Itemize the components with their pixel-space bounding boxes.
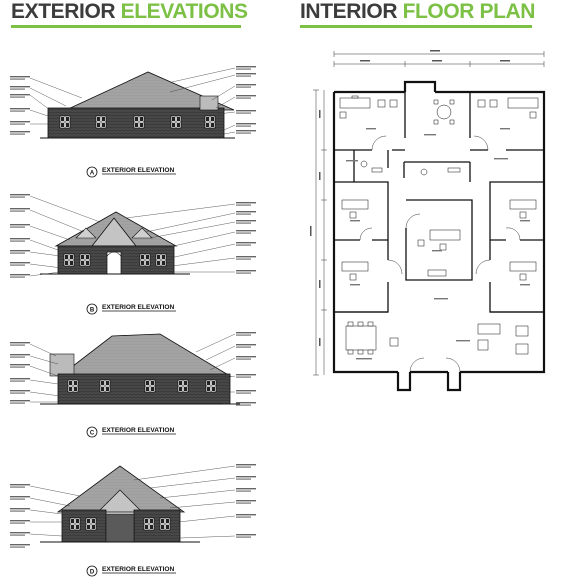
elevation-b-window xyxy=(139,253,151,267)
elevation-a-window xyxy=(95,115,107,129)
elevation-a: A EXTERIOR ELEVATION xyxy=(10,66,256,178)
elevation-b-title: EXTERIOR ELEVATION xyxy=(102,304,175,311)
elevation-b-tag: B xyxy=(90,308,95,314)
elevation-c-tag: C xyxy=(90,431,95,437)
elevation-c-window xyxy=(67,379,79,393)
elevation-a-tag-circle xyxy=(86,166,98,178)
elevation-c-tag-circle xyxy=(86,426,98,438)
heading-part-1: INTERIOR xyxy=(300,0,403,23)
elevation-b-tag-circle xyxy=(86,303,98,315)
elevation-b-notes-right xyxy=(236,202,256,274)
elevation-c-window xyxy=(99,379,111,393)
elevation-b-entry-door xyxy=(106,251,122,275)
elevation-c: C EXTERIOR ELEVATION xyxy=(10,332,256,438)
elevation-c-notes-right xyxy=(236,332,256,406)
elevation-d-wall-left xyxy=(61,509,107,543)
elevation-d-gable xyxy=(97,489,143,513)
elevation-c-window xyxy=(144,379,156,393)
elevation-a-window xyxy=(204,115,216,129)
elevation-c-window xyxy=(205,379,217,393)
elevation-b-window xyxy=(63,253,75,267)
elevation-d-window xyxy=(69,517,81,531)
floor-plan-dimensions xyxy=(313,51,545,376)
elevation-c-roof xyxy=(58,333,232,377)
elevation-a-notes-right xyxy=(236,66,256,134)
floor-plan-walls xyxy=(332,80,546,392)
floor-plan xyxy=(310,50,546,392)
elevation-a-callouts xyxy=(29,67,236,135)
elevation-a-window xyxy=(133,115,145,129)
elevation-d-tag: D xyxy=(90,570,95,576)
exterior-heading-rule xyxy=(11,25,241,28)
heading-part-2: ELEVATIONS xyxy=(120,0,248,23)
elevation-b-window xyxy=(155,253,167,267)
elevation-a-notes-left xyxy=(10,76,30,135)
interior-floor-plan-heading: INTERIOR FLOOR PLAN xyxy=(300,0,536,23)
elevation-b: B EXTERIOR ELEVATION xyxy=(10,194,256,315)
elevation-c-title: EXTERIOR ELEVATION xyxy=(102,427,175,434)
elevation-d-title: EXTERIOR ELEVATION xyxy=(102,566,175,573)
elevation-b-window xyxy=(79,253,91,267)
elevation-c-window xyxy=(177,379,189,393)
floor-plan-doors xyxy=(359,135,521,373)
exterior-elevations-heading: EXTERIOR ELEVATIONS xyxy=(11,0,248,23)
elevation-d-notes-left xyxy=(10,484,30,548)
elevation-c-notes-left xyxy=(10,342,30,404)
elevation-c-wall xyxy=(57,373,231,405)
floor-plan-furniture xyxy=(339,95,539,355)
elevation-d-notes-right xyxy=(236,464,256,538)
elevation-a-title: EXTERIOR ELEVATION xyxy=(102,167,175,174)
elevation-a-side-wing xyxy=(199,95,219,111)
elevation-d-window xyxy=(159,517,171,531)
elevation-b-dormer-left xyxy=(75,227,97,239)
elevation-a-tag: A xyxy=(90,171,95,177)
floor-plan-room-labels xyxy=(346,128,530,360)
elevation-b-notes-left xyxy=(10,194,30,278)
elevation-b-dormer-right xyxy=(131,227,153,239)
heading-part-1: EXTERIOR xyxy=(11,0,121,23)
elevation-a-window xyxy=(170,115,182,129)
floor-plan-heading-rule xyxy=(300,25,532,28)
elevation-d-center-wall xyxy=(105,513,135,543)
elevation-d: D EXTERIOR ELEVATION xyxy=(10,464,256,577)
elevation-d-wall-right xyxy=(133,509,181,543)
elevation-c-side-wing xyxy=(49,353,75,377)
elevation-d-window xyxy=(143,517,155,531)
elevation-d-tag-circle xyxy=(86,565,98,577)
heading-part-2: FLOOR PLAN xyxy=(402,0,536,23)
elevation-d-window xyxy=(85,517,97,531)
elevation-a-window xyxy=(59,115,71,129)
